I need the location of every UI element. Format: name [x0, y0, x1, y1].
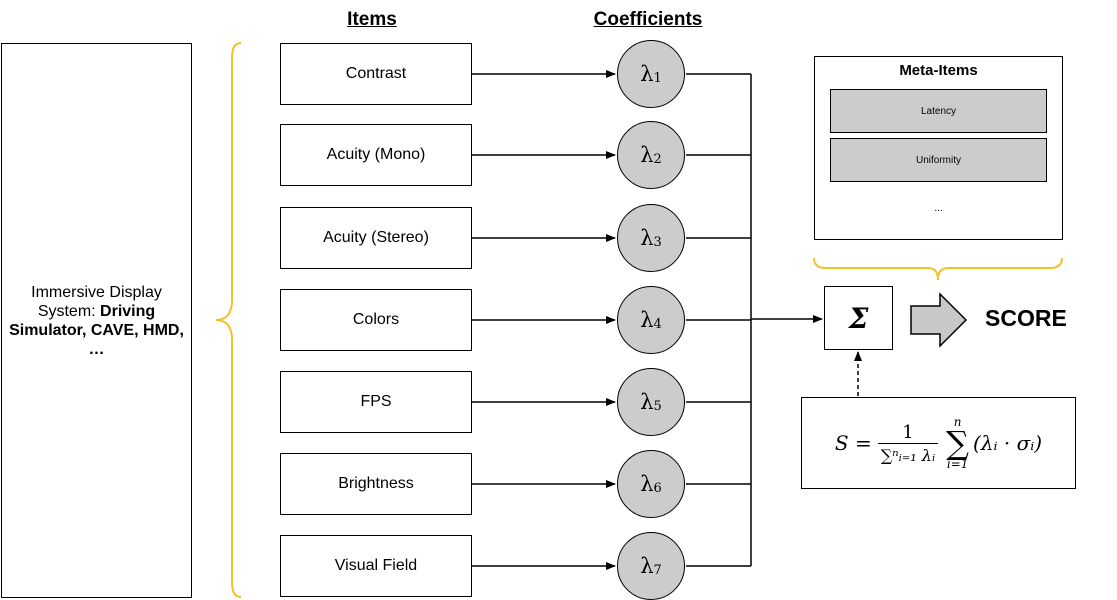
formula-fraction: 1 ∑ⁿᵢ₌₁ λᵢ: [877, 421, 939, 465]
coefficient-symbol: λ: [640, 390, 654, 414]
item-label: Acuity (Stereo): [323, 229, 429, 246]
coefficient-subscript: 5: [653, 398, 662, 414]
collector-lines: [686, 73, 751, 567]
sum-box: Σ: [824, 286, 893, 350]
system-bold: Driving Simulator, CAVE, HMD, …: [9, 302, 184, 358]
system-box: Immersive Display System: Driving Simula…: [1, 43, 192, 598]
coefficient-subscript: 1: [653, 70, 662, 86]
formula-sum-symbol: ∑: [946, 423, 970, 462]
item-box: Acuity (Mono): [280, 124, 472, 186]
coefficient-symbol: λ: [640, 226, 654, 250]
item-box: Colors: [280, 289, 472, 351]
formula-sum-top: n: [953, 414, 962, 429]
coefficient-symbol: λ: [640, 472, 654, 496]
item-label: Visual Field: [334, 557, 418, 574]
formula: S = 1 ∑ⁿᵢ₌₁ λᵢ n ∑ i=1 (λᵢ · σᵢ): [835, 416, 1042, 471]
meta-items-more: ...: [934, 203, 943, 214]
coefficient-subscript: 2: [653, 151, 662, 167]
formula-numerator: 1: [902, 421, 914, 443]
coefficient-subscript: 6: [653, 480, 662, 496]
system-label: Immersive Display System: Driving Simula…: [8, 283, 185, 359]
item-arrows: [472, 70, 616, 570]
formula-sum: n ∑ i=1: [946, 416, 969, 471]
item-label: Colors: [352, 311, 400, 328]
meta-brace: [813, 257, 1063, 281]
coefficient-subscript: 4: [653, 316, 662, 332]
item-label: FPS: [360, 393, 392, 410]
meta-item-latency: Latency: [830, 89, 1047, 133]
coefficient-symbol: λ: [640, 143, 654, 167]
coefficient-subscript: 7: [653, 562, 662, 578]
left-brace: [215, 42, 242, 598]
formula-denominator: ∑ⁿᵢ₌₁ λᵢ: [877, 442, 939, 465]
item-label: Brightness: [338, 475, 414, 492]
coefficient-symbol: λ: [640, 62, 654, 86]
item-box: Acuity (Stereo): [280, 207, 472, 269]
formula-box: S = 1 ∑ⁿᵢ₌₁ λᵢ n ∑ i=1 (λᵢ · σᵢ): [801, 397, 1076, 489]
items-header: Items: [347, 9, 397, 30]
item-label: Acuity (Mono): [326, 146, 426, 163]
coefficient-subscript: 3: [653, 234, 662, 250]
item-box: Brightness: [280, 453, 472, 515]
formula-lhs: S =: [834, 431, 872, 455]
coefficients-header: Coefficients: [593, 9, 703, 30]
item-label: Contrast: [345, 65, 407, 82]
formula-body: (λᵢ · σᵢ): [973, 431, 1043, 455]
meta-items-title: Meta-Items: [899, 62, 978, 79]
item-box: FPS: [280, 371, 472, 433]
system-prefix: Immersive Display System:: [31, 283, 162, 320]
score-arrow: [910, 292, 968, 348]
score-label: SCORE: [985, 305, 1067, 331]
coefficient-symbol: λ: [640, 308, 654, 332]
item-box: Visual Field: [280, 535, 472, 597]
meta-item-uniformity: Uniformity: [830, 138, 1047, 182]
formula-sum-bottom: i=1: [946, 456, 969, 471]
item-box: Contrast: [280, 43, 472, 105]
coefficient-symbol: λ: [640, 554, 654, 578]
